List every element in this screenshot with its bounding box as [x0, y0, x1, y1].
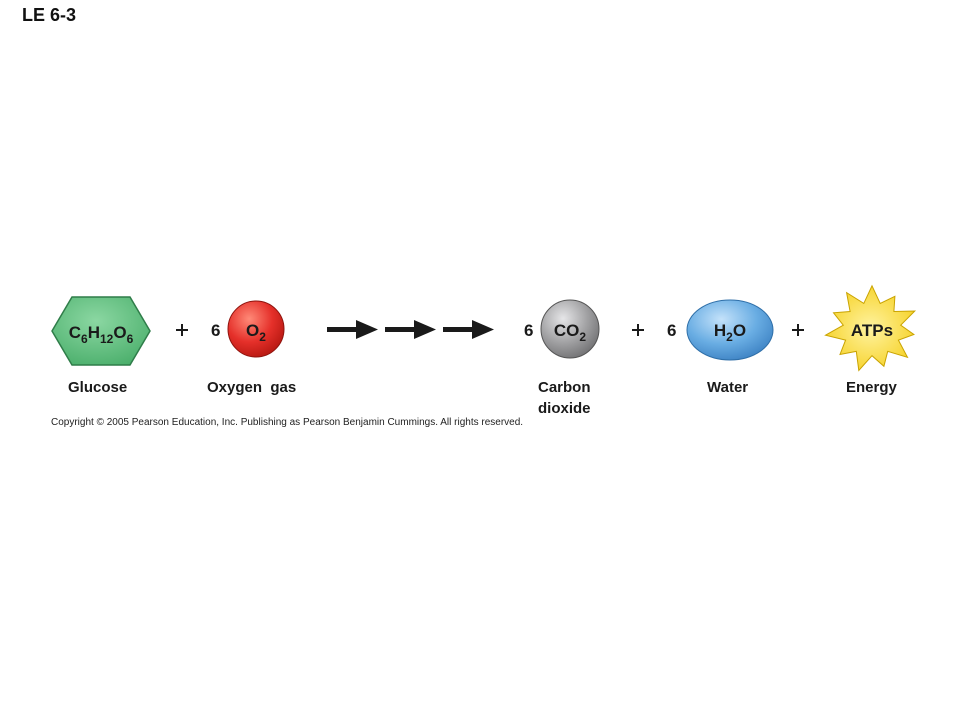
- reaction-arrows: [327, 320, 494, 339]
- plus-sign: [792, 324, 804, 336]
- co2-formula: CO2: [554, 321, 587, 344]
- water-ellipse: [686, 299, 774, 361]
- figure-label: LE 6-3: [22, 5, 77, 25]
- atp-label: ATPs: [851, 321, 893, 340]
- glucose-hexagon: [51, 296, 151, 366]
- carbon-dioxide-caption-line2: dioxide: [538, 400, 591, 417]
- water-coefficient: 6: [667, 321, 676, 340]
- oxygen-molecule: O2: [227, 300, 285, 358]
- glucose-formula: C6H12O6: [69, 323, 134, 346]
- plus-sign: [632, 324, 644, 336]
- carbon-dioxide-caption: Carbon dioxide: [538, 377, 591, 419]
- water-molecule: H2O: [686, 299, 774, 361]
- oxygen-circle: [227, 300, 285, 358]
- atp-energy: ATPs: [824, 284, 917, 372]
- copyright-notice: Copyright © 2005 Pearson Education, Inc.…: [51, 417, 524, 428]
- respiration-equation-diagram: C6H12O6 6 O2 6 CO2: [51, 284, 917, 372]
- oxygen-formula: O2: [246, 321, 266, 344]
- water-caption: Water: [707, 379, 749, 396]
- reaction-arrow: [327, 320, 378, 339]
- glucose-caption: Glucose: [68, 379, 128, 396]
- carbon-dioxide-molecule: CO2: [540, 299, 600, 359]
- water-formula: H2O: [714, 321, 746, 344]
- co2-coefficient: 6: [524, 321, 533, 340]
- oxygen-coefficient: 6: [211, 321, 220, 340]
- reaction-arrow: [443, 320, 494, 339]
- energy-caption: Energy: [846, 379, 897, 396]
- glucose-molecule: C6H12O6: [51, 296, 151, 366]
- starburst-icon: [824, 284, 917, 372]
- co2-circle: [540, 299, 600, 359]
- plus-sign: [176, 324, 188, 336]
- oxygen-caption: Oxygen gas: [207, 379, 297, 396]
- reaction-arrow: [385, 320, 436, 339]
- carbon-dioxide-caption-line1: Carbon: [538, 379, 591, 396]
